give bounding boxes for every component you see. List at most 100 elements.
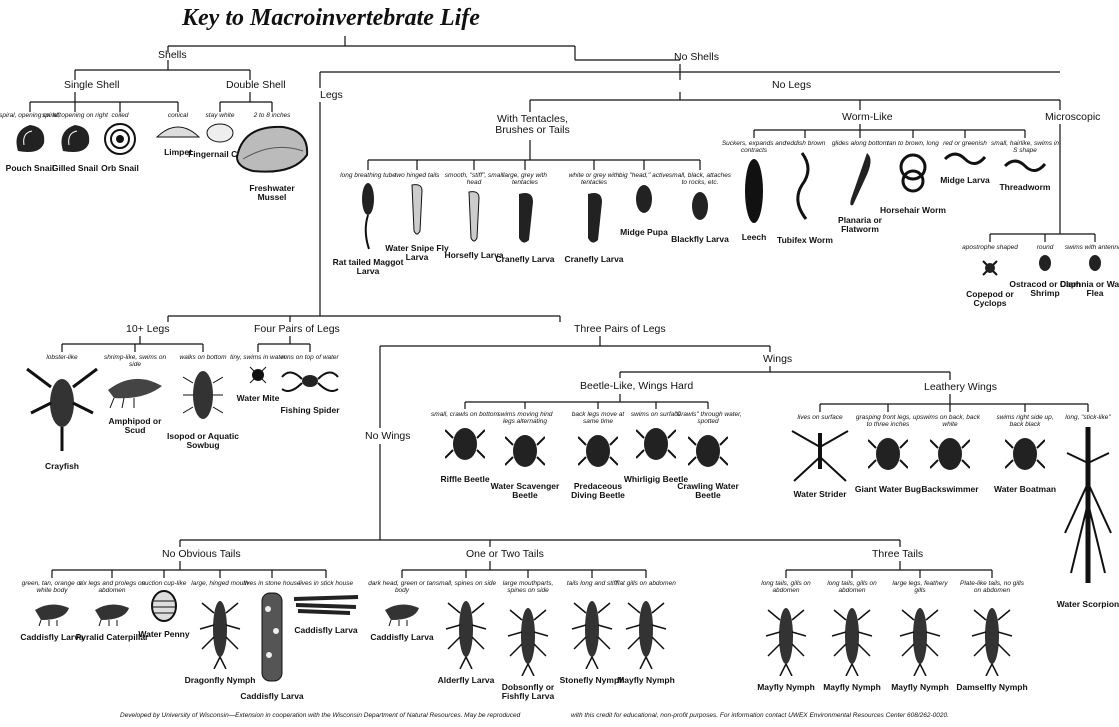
- organism-description: lives in stick house: [292, 580, 360, 587]
- organism-description: small, hairlike, swims in S shape: [991, 140, 1059, 154]
- heading-three-pairs: Three Pairs of Legs: [574, 324, 666, 335]
- heading-double-shell: Double Shell: [226, 80, 286, 91]
- organism-name: Freshwater Mussel: [234, 184, 310, 202]
- organism-illustration-icon: [1035, 253, 1055, 278]
- heading-ten-legs: 10+ Legs: [126, 324, 170, 335]
- organism-illustration-icon: [256, 589, 288, 690]
- organism-illustration-icon: [511, 188, 539, 253]
- organism-illustration-icon: [445, 420, 485, 473]
- organism-name: Predaceous Diving Beetle: [560, 482, 636, 500]
- heading-no-obvious-tails: No Obvious Tails: [162, 549, 241, 560]
- heading-four-pairs: Four Pairs of Legs: [254, 324, 340, 335]
- organism-name: Fishing Spider: [272, 406, 348, 415]
- organism-name: Isopod or Aquatic Sowbug: [165, 432, 241, 450]
- organism-illustration-icon: [688, 427, 728, 480]
- heading-legs: Legs: [320, 90, 343, 101]
- organism-fishingspider: runs on top of waterFishing Spider: [270, 354, 350, 415]
- organism-illustration-icon: [505, 427, 545, 480]
- organism-illustration-icon: [741, 156, 767, 231]
- organism-illustration-icon: [943, 149, 987, 174]
- organism-illustration-icon: [624, 589, 668, 674]
- organism-mayfly4: large legs, feathery gillsMayfly Nymph: [880, 580, 960, 692]
- organism-description: long tails, gills on abdomen: [818, 580, 886, 594]
- organism-illustration-icon: [444, 589, 488, 674]
- organism-description: lobster-like: [28, 354, 96, 361]
- heading-beetle-like: Beetle-Like, Wings Hard: [580, 381, 693, 392]
- organism-illustration-icon: [1061, 423, 1115, 598]
- organism-name: Cranefly Larva: [487, 255, 563, 264]
- organism-name: Crayfish: [24, 462, 100, 471]
- organism-name: Planaria or Flatworm: [822, 216, 898, 234]
- organism-crayfish: lobster-likeCrayfish: [22, 354, 102, 471]
- organism-description: "Crawls" through water, spotted: [674, 411, 742, 425]
- heading-microscopic: Microscopic: [1045, 112, 1100, 123]
- organism-name: Caddisfly Larva: [288, 626, 364, 635]
- organism-illustration-icon: [183, 363, 223, 430]
- organism-mayfly1: flat gills on abdomenMayfly Nymph: [606, 580, 686, 685]
- organism-description: lives on surface: [786, 414, 854, 421]
- organism-name: Cranefly Larva: [556, 255, 632, 264]
- organism-name: Threadworm: [987, 183, 1063, 192]
- organism-illustration-icon: [506, 596, 550, 681]
- organism-description: Plate-like tails, no gills on abdomen: [958, 580, 1026, 594]
- organism-illustration-icon: [1003, 156, 1047, 181]
- organism-name: Tubifex Worm: [767, 236, 843, 245]
- organism-illustration-icon: [764, 596, 808, 681]
- organism-illustration-icon: [280, 363, 340, 404]
- organism-illustration-icon: [975, 253, 1005, 288]
- organism-illustration-icon: [930, 430, 970, 483]
- organism-description: large legs, feathery gills: [886, 580, 954, 594]
- heading-no-shells: No Shells: [674, 52, 719, 63]
- heading-no-wings: No Wings: [365, 431, 411, 442]
- organism-description: runs on top of water: [276, 354, 344, 361]
- organism-illustration-icon: [578, 427, 618, 480]
- organism-caddis3: lives in stick houseCaddisfly Larva: [286, 580, 366, 635]
- organism-name: Crawling Water Beetle: [670, 482, 746, 500]
- organism-illustration-icon: [1085, 253, 1105, 278]
- organism-illustration-icon: [970, 596, 1014, 681]
- heading-worm-like: Worm-Like: [842, 112, 893, 123]
- heading-wings: Wings: [763, 354, 792, 365]
- organism-illustration-icon: [100, 121, 140, 162]
- organism-illustration-icon: [233, 121, 311, 182]
- organism-scorpion: long, "stick-like"Water Scorpion: [1048, 414, 1119, 609]
- organism-illustration-icon: [687, 188, 713, 233]
- organism-description: swims with antennae: [1061, 244, 1119, 251]
- organism-description: large, grey with tentacles: [491, 172, 559, 186]
- organism-backswimmer: swims on back, back whiteBackswimmer: [910, 414, 990, 494]
- organism-name: Damselfly Nymph: [954, 683, 1030, 692]
- organism-illustration-icon: [290, 589, 362, 624]
- organism-name: Daphnia or Water Flea: [1057, 280, 1119, 298]
- organism-illustration-icon: [104, 370, 166, 415]
- organism-illustration-icon: [404, 181, 430, 242]
- page-title: Key to Macroinvertebrate Life: [182, 6, 480, 31]
- heading-no-legs: No Legs: [772, 80, 811, 91]
- organism-daphnia: swims with antennaeDaphnia or Water Flea: [1055, 244, 1119, 298]
- organism-illustration-icon: [788, 423, 852, 488]
- organism-crawling: "Crawls" through water, spottedCrawling …: [668, 411, 748, 500]
- heading-tentacles: With Tentacles, Brushes or Tails: [495, 114, 570, 136]
- organism-illustration-icon: [21, 363, 103, 460]
- organism-description: long, "stick-like": [1054, 414, 1119, 421]
- organism-description: swims on back, back white: [916, 414, 984, 428]
- organism-description: 2 to 8 inches: [238, 112, 306, 119]
- heading-shells: Shells: [158, 50, 187, 61]
- organism-description: shrimp-like, swims on side: [101, 354, 169, 368]
- organism-illustration-icon: [898, 596, 942, 681]
- heading-three-tails: Three Tails: [872, 549, 923, 560]
- organism-name: Amphipod or Scud: [97, 417, 173, 435]
- heading-single-shell: Single Shell: [64, 80, 119, 91]
- organism-name: Caddisfly Larva: [234, 692, 310, 701]
- organism-illustration-icon: [631, 181, 657, 226]
- organism-illustration-icon: [205, 121, 235, 148]
- footer-credit-right: with this credit for educational, non-pr…: [571, 713, 949, 720]
- organism-cranefly1: large, grey with tentaclesCranefly Larva: [485, 172, 565, 264]
- organism-name: Orb Snail: [82, 164, 158, 173]
- organism-name: Water Scavenger Beetle: [487, 482, 563, 500]
- organism-illustration-icon: [845, 149, 875, 214]
- organism-illustration-icon: [792, 149, 818, 234]
